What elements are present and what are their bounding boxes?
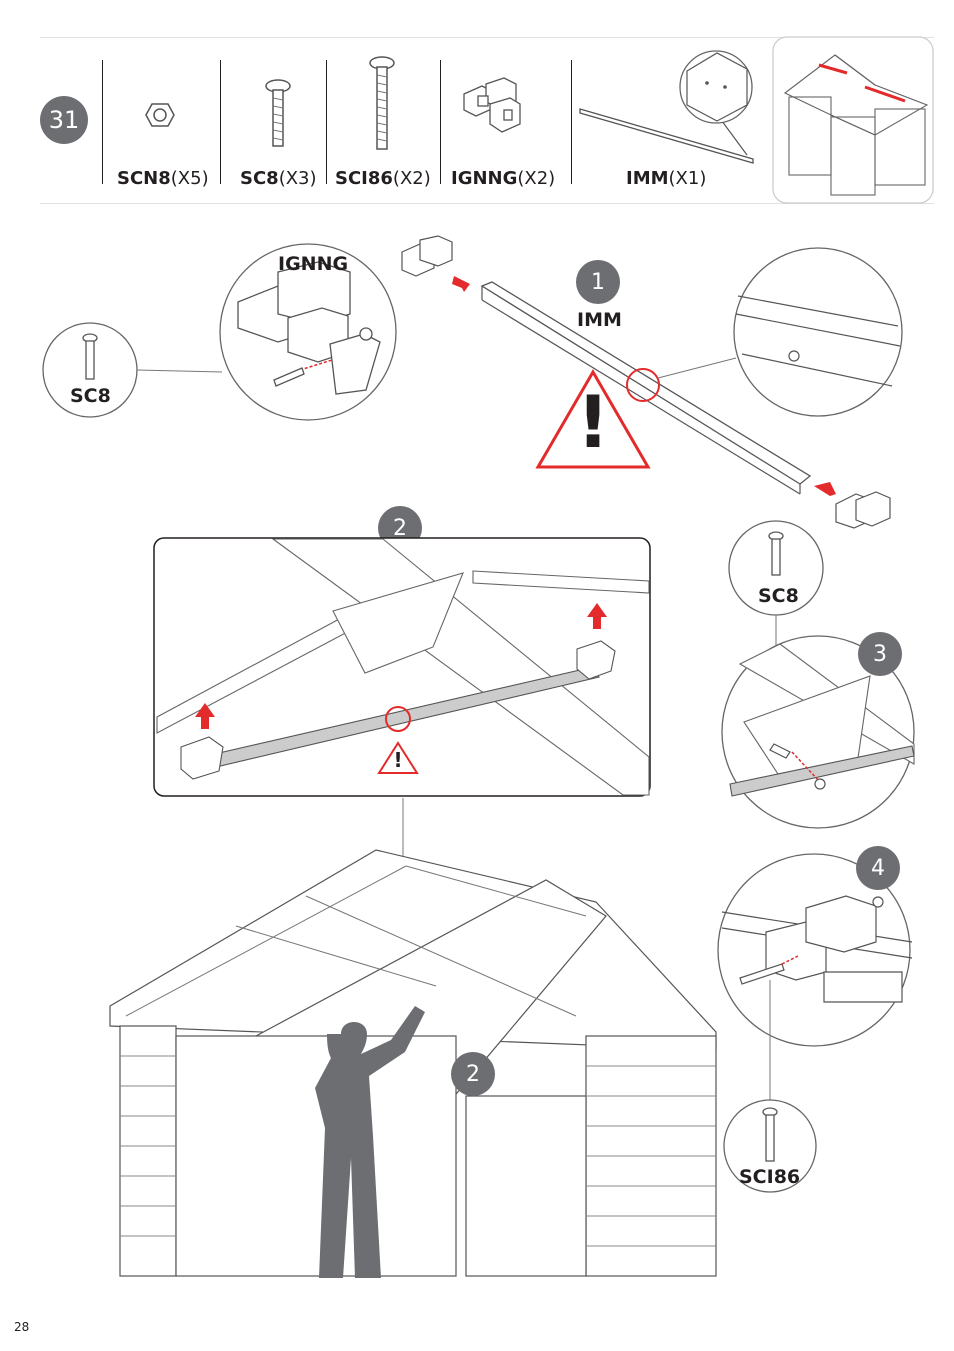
part-label-imm: IMM(X1): [626, 168, 707, 189]
shed-assembly-illustration: [109, 798, 717, 1278]
nut-icon: [145, 103, 175, 127]
parts-divider: [220, 60, 221, 184]
sc8-callout-left: [42, 322, 223, 418]
part-label-sci86: SCI86(X2): [335, 168, 431, 189]
callout-label-imm: IMM: [577, 309, 622, 331]
callout-label-sc8-left: SC8: [70, 385, 111, 407]
part-label-scn8: SCN8(X5): [117, 168, 209, 189]
header-bottom-rule: [40, 203, 934, 204]
step-number-badge: 31: [40, 96, 88, 144]
connector-with-arrow-top: [401, 235, 470, 292]
parts-divider: [440, 60, 441, 184]
warning-symbol-large: !: [576, 380, 610, 464]
warning-triangle-icon: [535, 369, 651, 469]
callout-label-sci86: SCI86: [739, 1166, 801, 1188]
substep-badge-2-bottom: 2: [451, 1052, 495, 1096]
substep-4-detail-callout: [717, 853, 913, 1047]
substep-badge-4: 4: [856, 846, 900, 890]
imm-beam-drawing: [480, 281, 812, 495]
person-silhouette: [315, 1006, 425, 1278]
ignng-detail-callout: [219, 243, 397, 421]
substep-badge-3: 3: [858, 632, 902, 676]
sci86-callout: [723, 980, 817, 1193]
substep-badge-1: 1: [576, 260, 620, 304]
warning-symbol-small: !: [393, 748, 403, 772]
metal-beam-icon: [579, 36, 934, 204]
parts-divider: [326, 60, 327, 184]
part-label-sc8: SC8(X3): [240, 168, 317, 189]
hole-detail-callout: [733, 247, 903, 417]
short-screw-icon: [265, 79, 291, 147]
bracket-connector-icon: [463, 77, 521, 133]
callout-label-ignng: IGNNG: [278, 253, 349, 275]
parts-divider: [571, 60, 572, 184]
part-label-ignng: IGNNG(X2): [451, 168, 556, 189]
parts-divider: [102, 60, 103, 184]
connector-with-arrow-bottom: [814, 482, 891, 529]
long-screw-icon: [369, 56, 395, 150]
substep-2-detail-frame: [153, 537, 651, 797]
callout-label-sc8-right: SC8: [758, 585, 799, 607]
header-top-rule: [40, 37, 934, 38]
page-number: 28: [14, 1320, 30, 1334]
substep-3-detail-callout: [721, 635, 915, 829]
